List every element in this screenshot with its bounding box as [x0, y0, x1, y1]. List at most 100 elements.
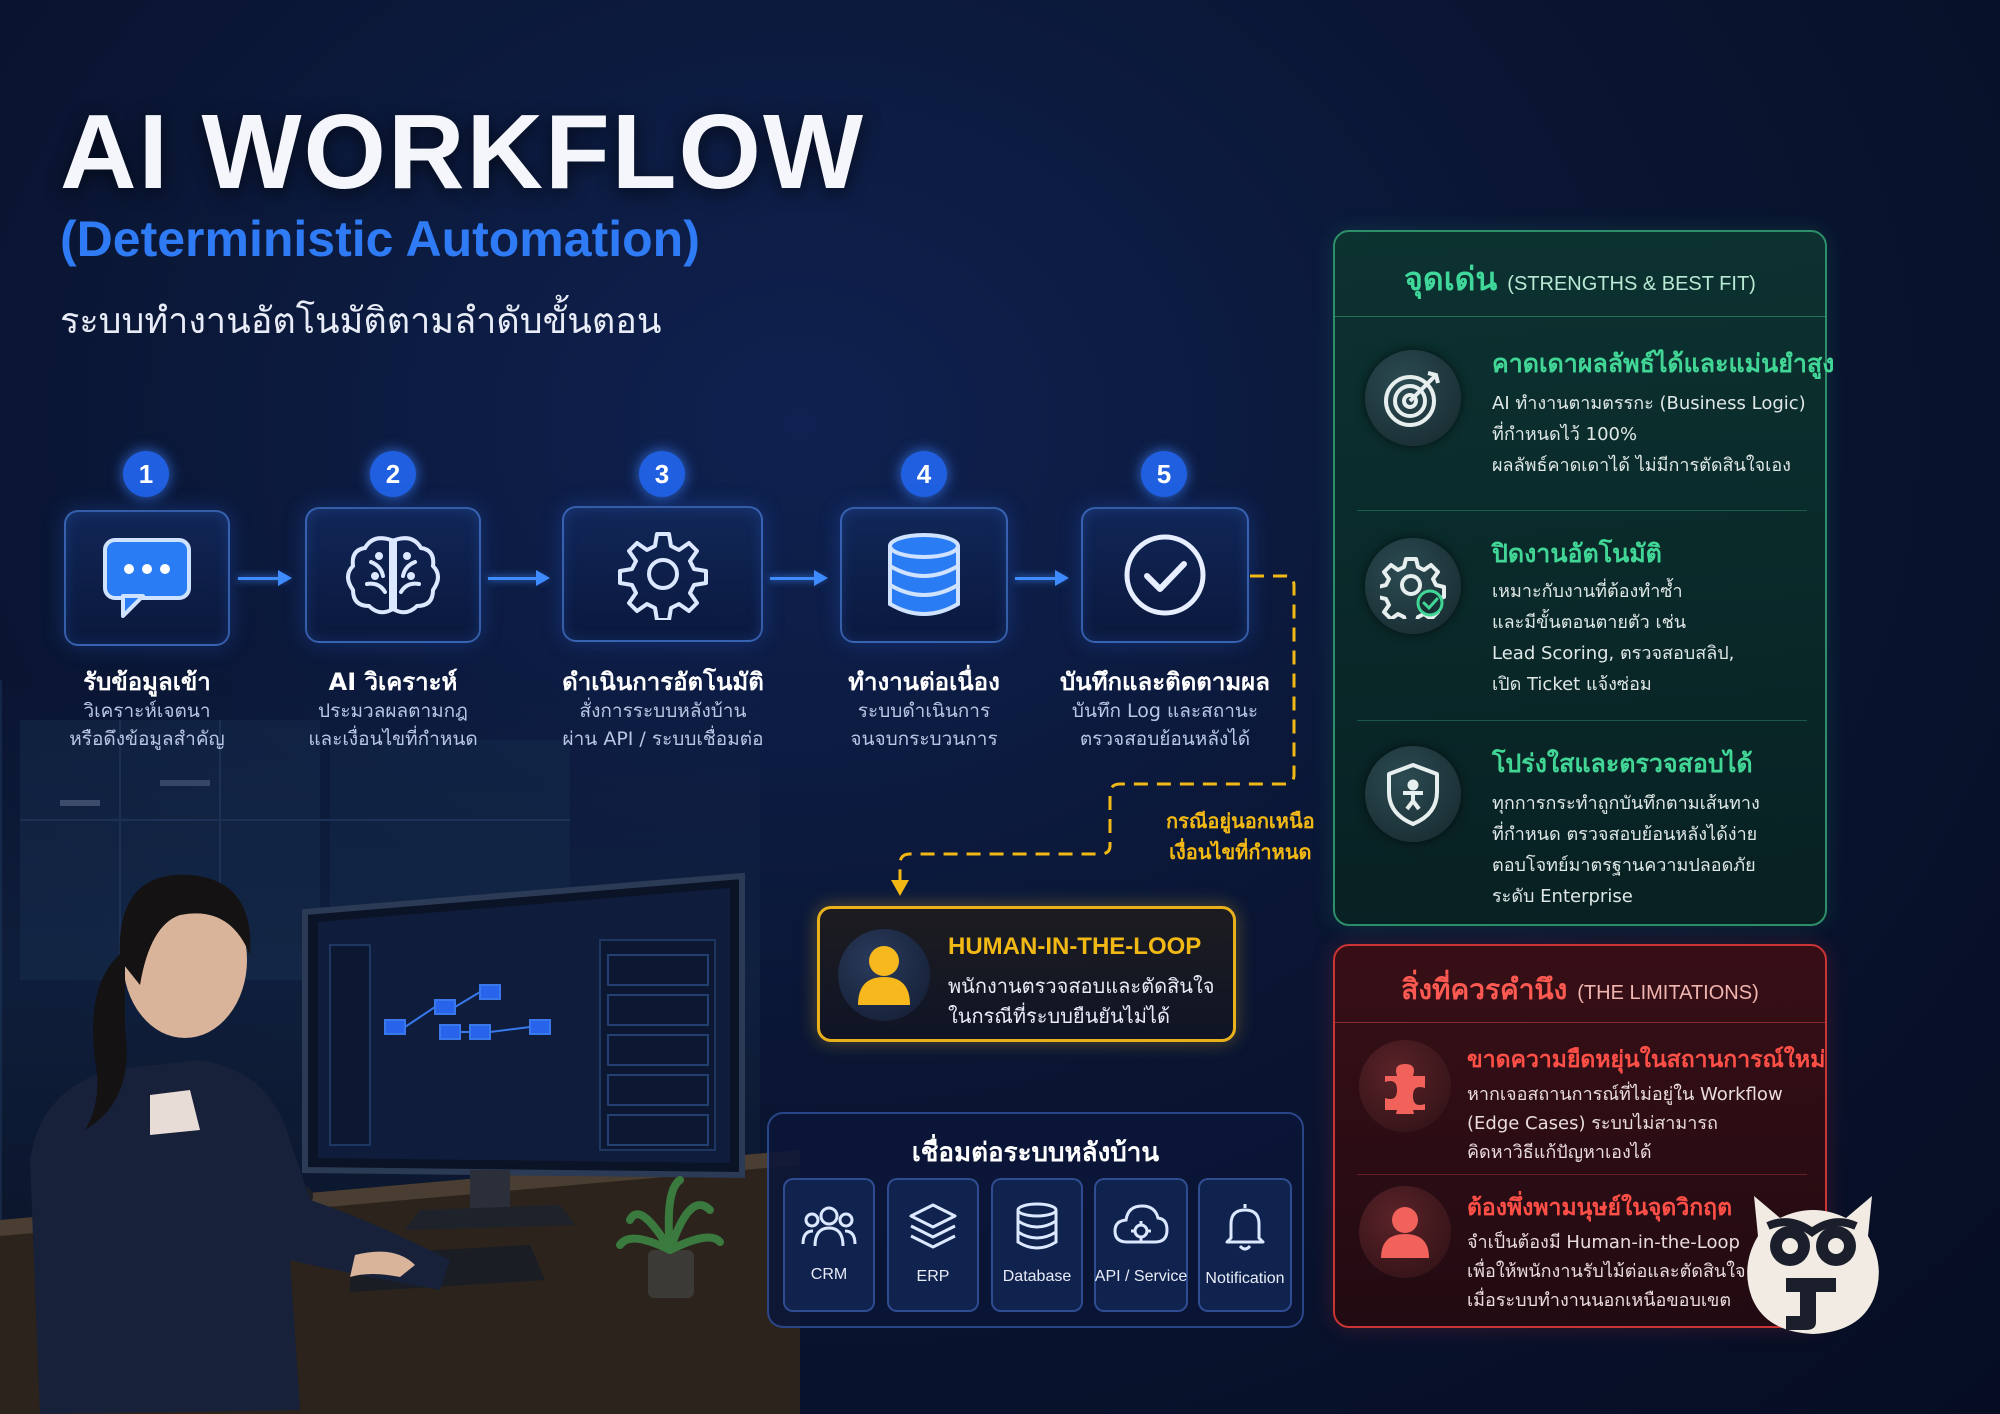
strength-divider-1: [1357, 510, 1807, 511]
strengths-header: จุดเด่น (STRENGTHS & BEST FIT): [1335, 254, 1825, 305]
backend-item-crm: CRM: [783, 1178, 875, 1312]
strength-2-desc: เหมาะกับงานที่ต้องทำซ้ำ และมีขั้นตอนตายต…: [1492, 576, 1734, 700]
backend-systems-panel: เชื่อมต่อระบบหลังบ้าน CRM ERP Database: [767, 1112, 1304, 1328]
limitation-2-desc: จำเป็นต้องมี Human-in-the-Loop เพื่อให้พ…: [1467, 1228, 1746, 1315]
strength-divider-2: [1357, 720, 1807, 721]
limitation-1-title: ขาดความยืดหยุ่นในสถานการณ์ใหม่: [1467, 1047, 1826, 1073]
limitation-1-icon-wrap: [1359, 1040, 1451, 1132]
owl-logo-icon: [1747, 1196, 1879, 1334]
step-1-desc-line1: วิเคราะห์เจตนา: [83, 700, 211, 722]
strength-3-icon-wrap: [1365, 746, 1461, 842]
strength-2-desc-line1: เหมาะกับงานที่ต้องทำซ้ำ: [1492, 581, 1683, 602]
strengths-title-thai: จุดเด่น: [1404, 260, 1498, 298]
strength-2-title: ปิดงานอัตโนมัติ: [1492, 539, 1662, 568]
gear-check-icon: [1380, 557, 1446, 619]
step-5-desc-line1: บันทึก Log และสถานะ: [1071, 700, 1259, 722]
brain-icon: [346, 536, 440, 615]
limitation-2-icon-wrap: [1359, 1186, 1451, 1278]
step-2-box: [305, 507, 481, 643]
step-5-box: [1081, 507, 1249, 643]
strength-2-desc-line4: เปิด Ticket แจ้งซ่อม: [1492, 674, 1652, 695]
hitl-desc-line1: พนักงานตรวจสอบและตัดสินใจ: [948, 974, 1215, 998]
limitations-title-thai: สิ่งที่ควรคำนึง: [1401, 973, 1568, 1006]
exception-label: กรณีอยู่นอกเหนือ เงื่อนไขที่กำหนด: [1166, 806, 1315, 868]
step-4-box: [840, 507, 1008, 643]
strengths-title-en: (STRENGTHS & BEST FIT): [1507, 273, 1756, 295]
limitation-2-desc-line1: จำเป็นต้องมี Human-in-the-Loop: [1467, 1232, 1740, 1253]
step-3-title: ดำเนินการอัตโนมัติ: [562, 668, 764, 696]
step-1-desc-line2: หรือดึงข้อมูลสำคัญ: [69, 728, 225, 750]
step-4-badge: 4: [901, 451, 947, 497]
strengths-header-divider: [1335, 316, 1825, 317]
step-4-desc-line2: จนจบกระบวนการ: [850, 728, 998, 750]
hitl-title: HUMAN-IN-THE-LOOP: [948, 933, 1202, 960]
step-3-box: [562, 506, 763, 642]
hitl-desc-line2: ในกรณีที่ระบบยืนยันไม่ได้: [948, 1004, 1170, 1028]
database-icon: [888, 533, 960, 616]
puzzle-icon: [1385, 1064, 1425, 1114]
step-4-desc-line1: ระบบดำเนินการ: [857, 700, 991, 722]
person-avatar: [838, 929, 930, 1021]
flow-arrow-4-5: [1015, 570, 1069, 586]
step-2-badge: 2: [370, 451, 416, 497]
limitations-title-en: (THE LIMITATIONS): [1577, 982, 1759, 1004]
step-3-desc-line1: สั่งการระบบหลังบ้าน: [579, 700, 747, 722]
strength-1-desc-line2: ที่กำหนดไว้ 100%: [1492, 424, 1638, 445]
limitation-2-title: ต้องพึ่งพามนุษย์ในจุดวิกฤต: [1467, 1195, 1733, 1221]
flow-arrow-3-4: [770, 570, 828, 586]
limitation-2-desc-line2: เพื่อให้พนักงานรับไม้ต่อและตัดสินใจ: [1467, 1261, 1746, 1282]
exception-label-line2: เงื่อนไขที่กำหนด: [1169, 840, 1312, 864]
monitor: [302, 872, 745, 1230]
plant: [616, 1176, 724, 1298]
step-1-title: รับข้อมูลเข้า: [83, 668, 211, 696]
page-tagline: ระบบทำงานอัตโนมัติตามลำดับขั้นตอน: [60, 301, 662, 342]
shield-icon: [1387, 763, 1439, 826]
limitations-header-divider: [1335, 1022, 1825, 1023]
backend-item-crm-label: CRM: [810, 1266, 848, 1283]
page-title: AI WORKFLOW: [60, 93, 866, 211]
strength-2-desc-line3: Lead Scoring, ตรวจสอบสลิป,: [1492, 643, 1735, 664]
flow-arrow-1-2: [238, 570, 292, 586]
limitation-1-desc-line3: คิดหาวิธีแก้ปัญหาเองได้: [1467, 1142, 1652, 1163]
users-icon: [801, 1206, 857, 1247]
gear-icon: [617, 532, 708, 620]
step-3-desc-line2: ผ่าน API / ระบบเชื่อมต่อ: [562, 728, 764, 750]
woman-at-desk: [30, 874, 450, 1414]
backend-item-notification: Notification: [1198, 1178, 1292, 1312]
strength-3-desc: ทุกการกระทำถูกบันทึกตามเส้นทาง ที่กำหนด …: [1492, 788, 1760, 912]
person-icon: [1381, 1207, 1429, 1258]
backend-title: เชื่อมต่อระบบหลังบ้าน: [911, 1138, 1160, 1168]
step-2-title: AI วิเคราะห์: [328, 668, 458, 696]
step-5-badge: 5: [1141, 451, 1187, 497]
strength-1-desc: AI ทำงานตามตรรกะ (Business Logic) ที่กำห…: [1492, 388, 1806, 481]
person-icon: [858, 946, 910, 1005]
strength-1-title: คาดเดาผลลัพธ์ได้และแม่นยำสูง: [1492, 349, 1835, 378]
limitation-1-desc: หากเจอสถานการณ์ที่ไม่อยู่ใน Workflow (Ed…: [1467, 1080, 1783, 1167]
step-1-box: [64, 510, 230, 646]
limitation-1-desc-line2: (Edge Cases) ระบบไม่สามารถ: [1467, 1113, 1718, 1134]
limitation-divider: [1357, 1174, 1807, 1175]
strength-1-desc-line3: ผลลัพธ์คาดเดาได้ ไม่มีการตัดสินใจเอง: [1492, 455, 1791, 476]
page-subtitle: (Deterministic Automation): [60, 211, 700, 267]
backend-item-erp-label: ERP: [916, 1268, 950, 1285]
strength-3-desc-line1: ทุกการกระทำถูกบันทึกตามเส้นทาง: [1492, 793, 1760, 814]
backend-item-api-service-label: API / Service: [1094, 1268, 1188, 1285]
strength-2-desc-line2: และมีขั้นตอนตายตัว เช่น: [1492, 612, 1687, 633]
chat-icon: [103, 538, 191, 618]
strength-2-icon-wrap: [1365, 538, 1461, 634]
human-in-the-loop-box: HUMAN-IN-THE-LOOP พนักงานตรวจสอบและตัดสิ…: [817, 906, 1236, 1042]
strength-3-desc-line2: ที่กำหนด ตรวจสอบย้อนหลังได้ง่าย: [1492, 824, 1758, 845]
exception-label-line1: กรณีอยู่นอกเหนือ: [1166, 809, 1315, 833]
backend-item-erp: ERP: [887, 1178, 979, 1312]
strength-3-desc-line3: ตอบโจทย์มาตรฐานความปลอดภัย: [1492, 855, 1756, 876]
step-1-badge: 1: [123, 451, 169, 497]
strength-3-title: โปร่งใสและตรวจสอบได้: [1492, 749, 1753, 778]
limitations-header: สิ่งที่ควรคำนึง (THE LIMITATIONS): [1335, 968, 1825, 1012]
database-icon: [1016, 1202, 1058, 1250]
bell-icon: [1225, 1204, 1265, 1251]
strengths-panel: จุดเด่น (STRENGTHS & BEST FIT) คาดเดาผลลั…: [1333, 230, 1834, 926]
step-3-badge: 3: [639, 451, 685, 497]
backend-item-database-label: Database: [1002, 1268, 1072, 1285]
backend-item-notification-label: Notification: [1205, 1270, 1285, 1287]
